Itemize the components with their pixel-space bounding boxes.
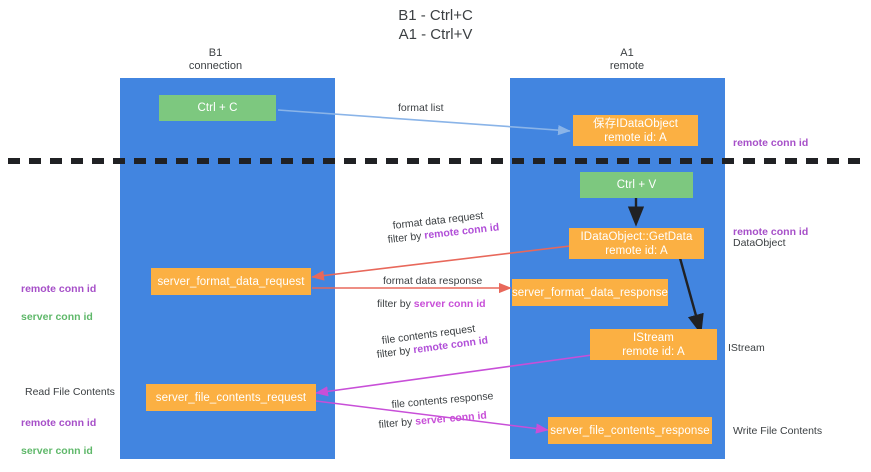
annotation-remote-conn-id-top: remote conn id: [733, 122, 808, 150]
edge-label-format-data-response: format data response: [383, 275, 483, 287]
node-server-format-data-request[interactable]: server_format_data_request: [151, 268, 311, 295]
edge-file-contents-response: [315, 400, 549, 434]
page-title: B1 - Ctrl+C A1 - Ctrl+V: [398, 7, 473, 43]
edge-file-contents-request: [315, 354, 593, 397]
annotation-remote-conn-id-top-text: remote conn id: [733, 137, 809, 149]
annotation-read-file-contents: Read File Contents: [25, 386, 115, 398]
annotation-write-file-contents: Write File Contents: [733, 425, 823, 437]
filter-key-server-conn-id: server conn id: [413, 298, 486, 310]
edge-label-format-list: format list: [398, 102, 444, 114]
node-istream[interactable]: IStream remote id: A: [590, 329, 717, 360]
annotation-remote-conn-id-left-upper: remote conn id: [21, 283, 97, 295]
annotation-remote-conn-id-mid: remote conn id: [733, 211, 808, 239]
node-server-format-data-response[interactable]: server_format_data_response: [512, 279, 668, 306]
annotation-left-conn-ids-upper: remote conn id server conn id: [21, 268, 96, 338]
column-heading-b1: B1 connection: [188, 47, 243, 72]
node-idataobject-getdata[interactable]: IDataObject::GetData remote id: A: [569, 228, 704, 259]
node-ctrl-c[interactable]: Ctrl + C: [159, 95, 276, 121]
node-server-file-contents-request[interactable]: server_file_contents_request: [146, 384, 316, 411]
edge-filter-format-data-response: filter by server conn id: [377, 297, 486, 311]
annotation-remote-conn-id-left-lower: remote conn id: [21, 417, 97, 429]
edge-getdata-istream: [678, 257, 704, 335]
annotation-left-conn-ids-lower: remote conn id server conn id: [21, 402, 96, 472]
annotation-remote-conn-id-mid-text: remote conn id: [733, 226, 809, 238]
node-server-file-contents-response[interactable]: server_file_contents_response: [548, 417, 712, 444]
column-heading-a1: A1 remote: [609, 47, 645, 72]
annotation-dataobject: DataObject: [733, 237, 786, 249]
edge-format-data-request: [311, 245, 571, 281]
filter-prefix: filter by: [378, 415, 416, 431]
annotation-istream: IStream: [728, 342, 765, 354]
annotation-server-conn-id-left-lower: server conn id: [21, 445, 93, 457]
node-save-idataobject[interactable]: 保存IDataObject remote id: A: [573, 115, 698, 146]
filter-prefix: filter by: [377, 298, 414, 310]
annotation-server-conn-id-left-upper: server conn id: [21, 311, 93, 323]
node-ctrl-v[interactable]: Ctrl + V: [580, 172, 693, 198]
edge-format-list: [277, 109, 571, 136]
